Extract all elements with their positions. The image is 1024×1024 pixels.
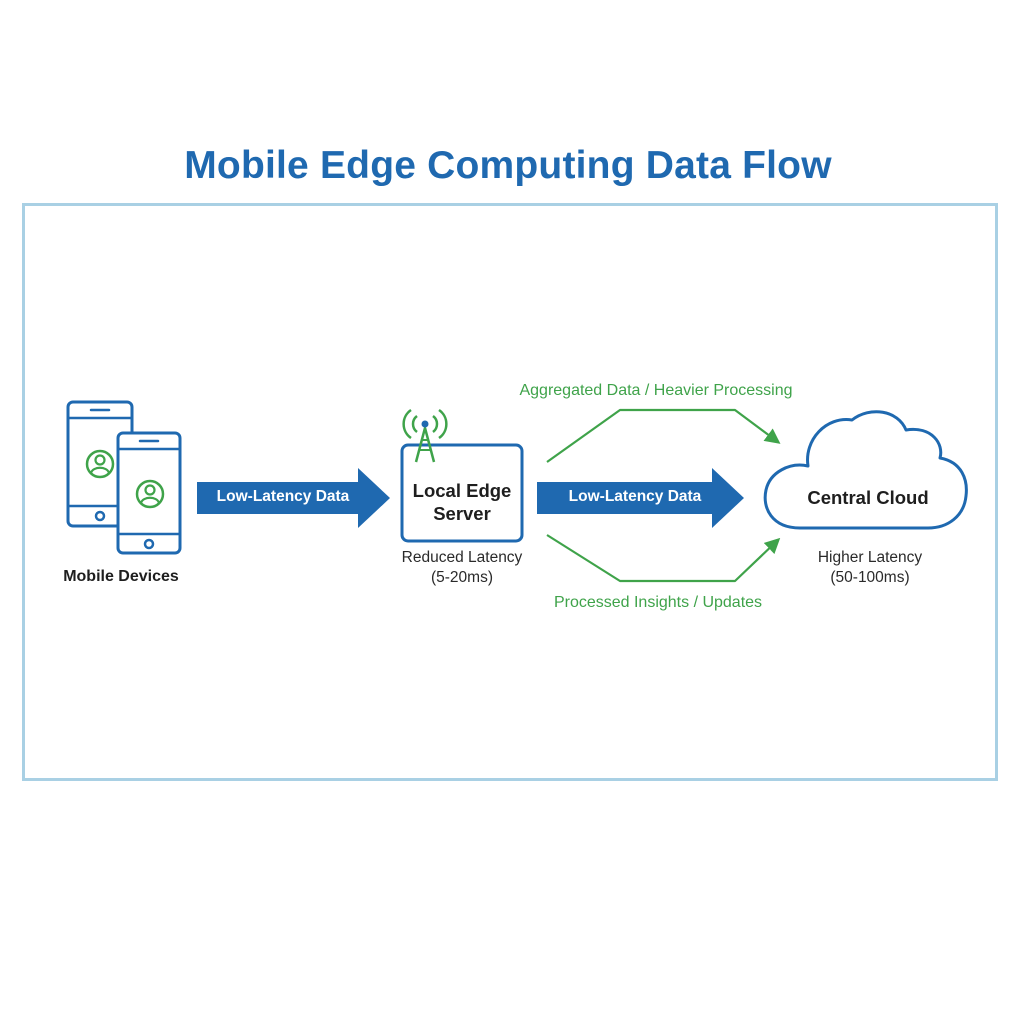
upper-flow-label: Aggregated Data / Heavier Processing bbox=[519, 382, 793, 399]
edge-server-box bbox=[400, 443, 524, 543]
central-cloud-label: Central Cloud bbox=[807, 487, 929, 508]
lower-flow-label: Processed Insights / Updates bbox=[553, 594, 763, 611]
edge-server-label: Local Edge Server bbox=[402, 479, 522, 525]
user-avatar-icon bbox=[135, 479, 165, 509]
edge-latency: Reduced Latency (5-20ms) bbox=[382, 548, 542, 588]
lower-flow-arrow bbox=[546, 534, 781, 583]
edge-server-label-line2: Server bbox=[433, 503, 491, 524]
cloud-latency-line2: (50-100ms) bbox=[830, 569, 910, 586]
diagram-frame bbox=[22, 203, 998, 781]
arrow-right-icon bbox=[197, 468, 390, 528]
user-avatar-icon bbox=[85, 449, 115, 479]
cloud-icon bbox=[763, 410, 968, 530]
devices-to-edge-label: Low-Latency Data bbox=[216, 488, 350, 505]
smartphone-icon bbox=[116, 431, 182, 555]
edge-server-label-line1: Local Edge bbox=[412, 480, 512, 501]
upper-flow-arrow bbox=[546, 408, 781, 463]
mobile-devices-label: Mobile Devices bbox=[63, 568, 179, 585]
page-title: Mobile Edge Computing Data Flow bbox=[184, 144, 832, 187]
cloud-latency-line1: Higher Latency bbox=[817, 549, 923, 566]
antenna-tower-icon bbox=[402, 408, 448, 463]
edge-to-cloud-label: Low-Latency Data bbox=[568, 488, 702, 505]
cloud-latency: Higher Latency (50-100ms) bbox=[790, 548, 950, 588]
edge-latency-line2: (5-20ms) bbox=[430, 569, 493, 586]
edge-latency-line1: Reduced Latency bbox=[401, 549, 523, 566]
arrow-right-icon bbox=[537, 468, 744, 528]
